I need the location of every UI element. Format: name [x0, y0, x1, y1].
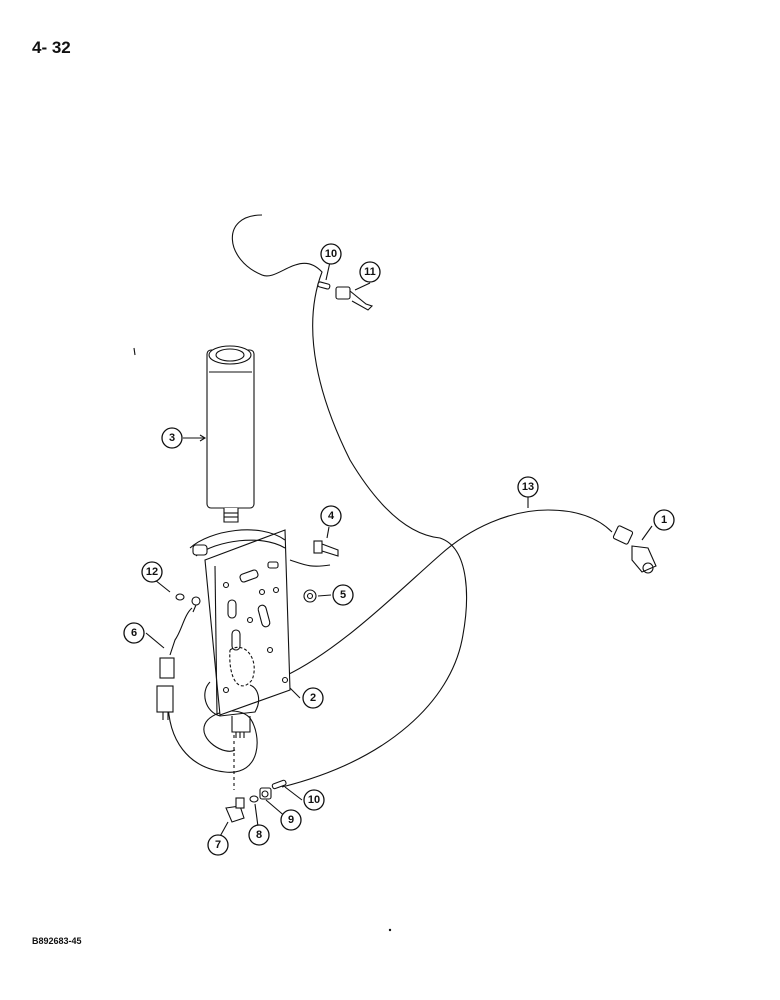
- callout-12-label: 12: [146, 566, 158, 578]
- callout-13: [517, 476, 539, 498]
- callout-10-lower: [303, 789, 325, 811]
- mounting-bracket: [189, 529, 291, 738]
- wire-connector: [156, 657, 175, 720]
- ring-terminal: [191, 596, 201, 613]
- page-number: 4- 32: [32, 38, 71, 57]
- callout-4-label: 4: [328, 510, 335, 522]
- leader-dash: [133, 347, 136, 356]
- callout-9: [280, 809, 302, 831]
- fuel-filter-canister: [206, 345, 255, 523]
- callout-2-label: 2: [310, 692, 316, 704]
- callout-3: [161, 427, 183, 449]
- wire-pigtail: [169, 607, 193, 656]
- callout-10-upper: [320, 243, 342, 265]
- callout-10-upper-label: 10: [325, 248, 337, 260]
- insulator-sleeve-lower: [271, 779, 287, 790]
- nut: [303, 589, 317, 603]
- callout-7-label: 7: [215, 839, 221, 851]
- insulator-sleeve-upper: [317, 281, 331, 290]
- callout-6: [123, 622, 145, 644]
- callout-11-label: 11: [364, 266, 376, 278]
- bolt: [313, 540, 339, 557]
- callout-12: [141, 561, 163, 583]
- pressure-switch: [612, 525, 657, 574]
- washer: [175, 593, 185, 601]
- callout-7: [207, 834, 229, 856]
- callout-9-label: 9: [288, 814, 294, 826]
- wire-clamp-lead: [289, 559, 331, 567]
- callout-4: [320, 505, 342, 527]
- elbow-fitting: [225, 797, 245, 823]
- callout-3-label: 3: [169, 432, 175, 444]
- callout-5-label: 5: [340, 589, 346, 601]
- callout-8: [248, 824, 270, 846]
- wire-loop-base: [167, 699, 258, 773]
- stray-dot: [388, 928, 392, 932]
- callout-2: [302, 687, 324, 709]
- callout-10-lower-label: 10: [308, 794, 320, 806]
- callout-8-label: 8: [256, 829, 262, 841]
- callout-13-label: 13: [522, 481, 534, 493]
- temperature-sender: [335, 286, 374, 311]
- callout-1: [653, 509, 675, 531]
- figure-code: B892683-45: [32, 936, 82, 946]
- adapter-fitting: [259, 787, 272, 800]
- callout-5: [332, 584, 354, 606]
- callout-6-label: 6: [131, 627, 137, 639]
- wire-13: [284, 509, 613, 677]
- leader-lines: [145, 261, 653, 841]
- wire-harness-to-sender: [231, 214, 468, 788]
- callout-11: [359, 261, 381, 283]
- sealing-washer: [249, 795, 259, 803]
- callout-1-label: 1: [661, 514, 667, 526]
